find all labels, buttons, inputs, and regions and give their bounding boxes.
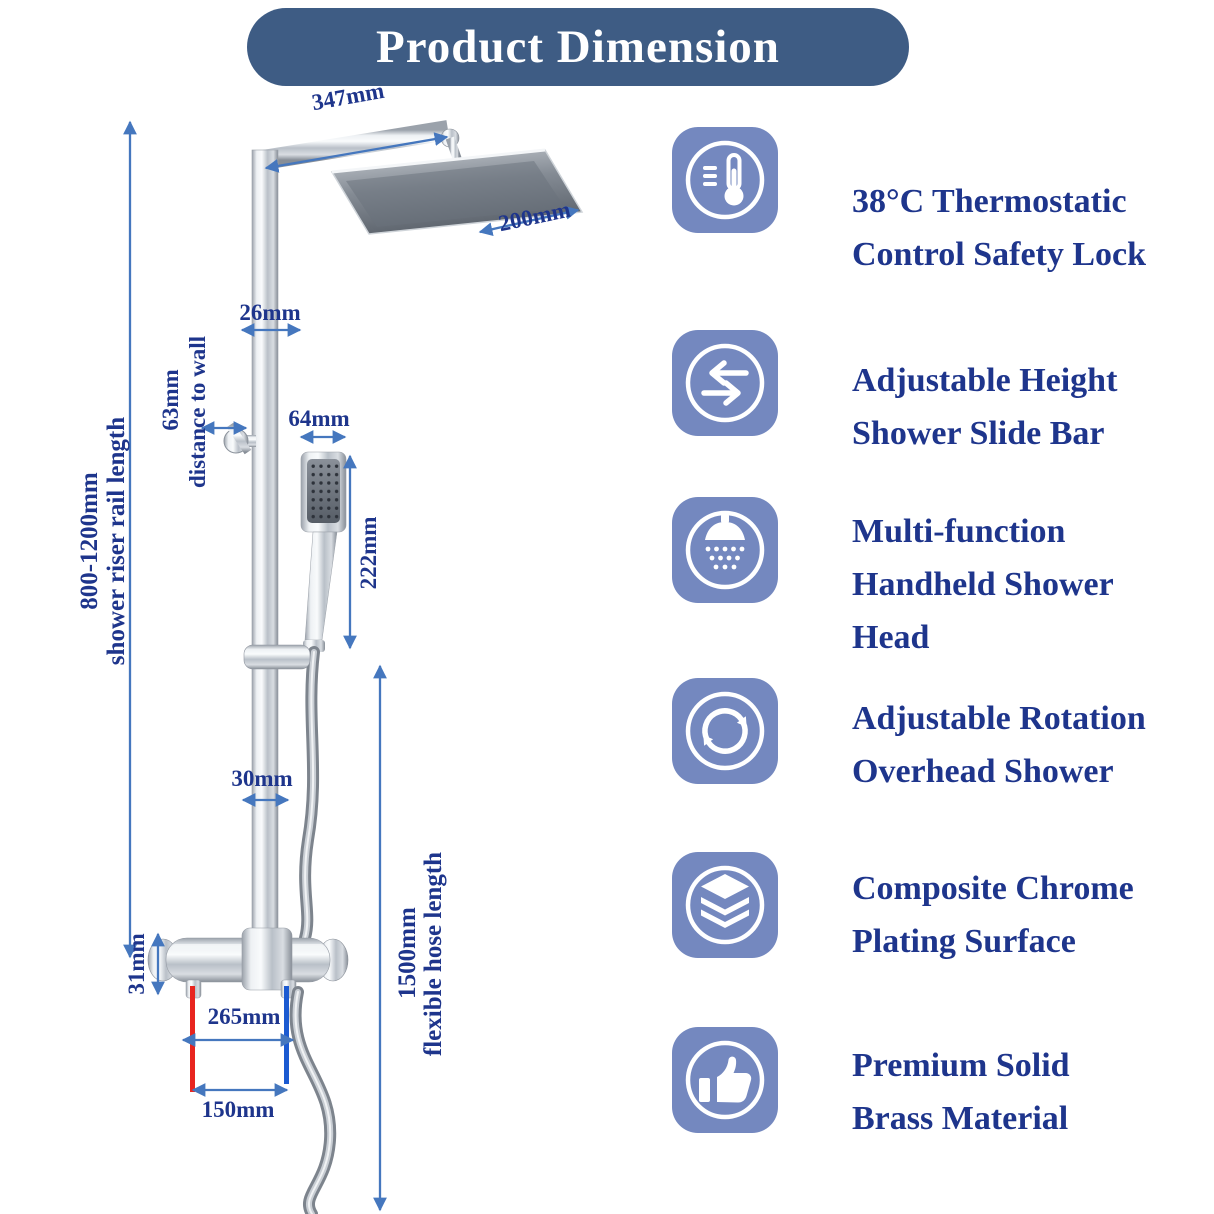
feature-text-line: Handheld Shower [852, 566, 1114, 603]
dim-riser-length-label: shower riser rail length [103, 416, 130, 666]
feature-text-line: Plating Surface [852, 923, 1076, 960]
shower-hose-lower [289, 986, 337, 1214]
feature-text-line: Shower Slide Bar [852, 415, 1105, 452]
dim-bar-width: 26mm [239, 300, 301, 325]
height-adjust-icon [672, 330, 778, 436]
rotation-icon [672, 678, 778, 784]
handheld-shower-icon [672, 497, 778, 603]
wall-bracket [223, 422, 256, 455]
dim-hose-length: 1500mm [394, 907, 421, 999]
riser-rail [251, 149, 279, 959]
feature-adjustable-height: Adjustable Height Shower Slide Bar [672, 330, 1117, 460]
feature-text-line: Control Safety Lock [852, 236, 1147, 273]
feature-chrome-plating: Composite Chrome Plating Surface [672, 852, 1134, 968]
dim-valve-height: 31mm [124, 933, 149, 995]
dim-valve-width: 265mm [207, 1004, 281, 1029]
dim-handheld-length: 222mm [356, 516, 381, 590]
dimension-arrows [123, 120, 580, 1212]
chrome-layers-icon [672, 852, 778, 958]
feature-text-line: Adjustable Height [852, 362, 1118, 399]
shower-arm [261, 120, 464, 170]
title-banner: Product Dimension [247, 8, 909, 86]
feature-rotation: Adjustable Rotation Overhead Shower [672, 678, 1146, 798]
feature-text-line: Brass Material [852, 1100, 1069, 1137]
thermostatic-valve [147, 927, 349, 999]
feature-text-line: Overhead Shower [852, 753, 1114, 790]
feature-brass-material: Premium Solid Brass Material [672, 1027, 1070, 1145]
feature-text-line: 38°C Thermostatic [852, 183, 1127, 220]
dim-wall-distance-label: distance to wall [185, 335, 210, 489]
handheld-shower [300, 451, 347, 652]
dim-hose-length-label: flexible hose length [420, 851, 447, 1057]
dim-handheld-width: 64mm [288, 406, 350, 431]
slide-bracket [243, 644, 311, 670]
feature-text-line: Head [852, 619, 930, 656]
feature-text-line: Premium Solid [852, 1047, 1070, 1084]
feature-text-line: Composite Chrome [852, 870, 1134, 907]
feature-handheld: Multi-function Handheld Shower Head [672, 497, 1114, 664]
dim-wall-distance: 63mm [158, 369, 183, 431]
shower-hose [299, 646, 320, 944]
cold-water-line [284, 986, 289, 1084]
feature-thermostatic: 38°C Thermostatic Control Safety Lock [672, 127, 1146, 281]
dim-slide-width: 30mm [231, 766, 293, 791]
thumbs-up-icon [672, 1027, 778, 1133]
page-title: Product Dimension [376, 21, 780, 73]
feature-text-line: Multi-function [852, 513, 1066, 550]
feature-text-line: Adjustable Rotation [852, 700, 1146, 737]
dim-riser-length: 800-1200mm [76, 472, 103, 610]
dim-inlet-spacing: 150mm [201, 1097, 275, 1122]
thermostat-icon [672, 127, 778, 233]
